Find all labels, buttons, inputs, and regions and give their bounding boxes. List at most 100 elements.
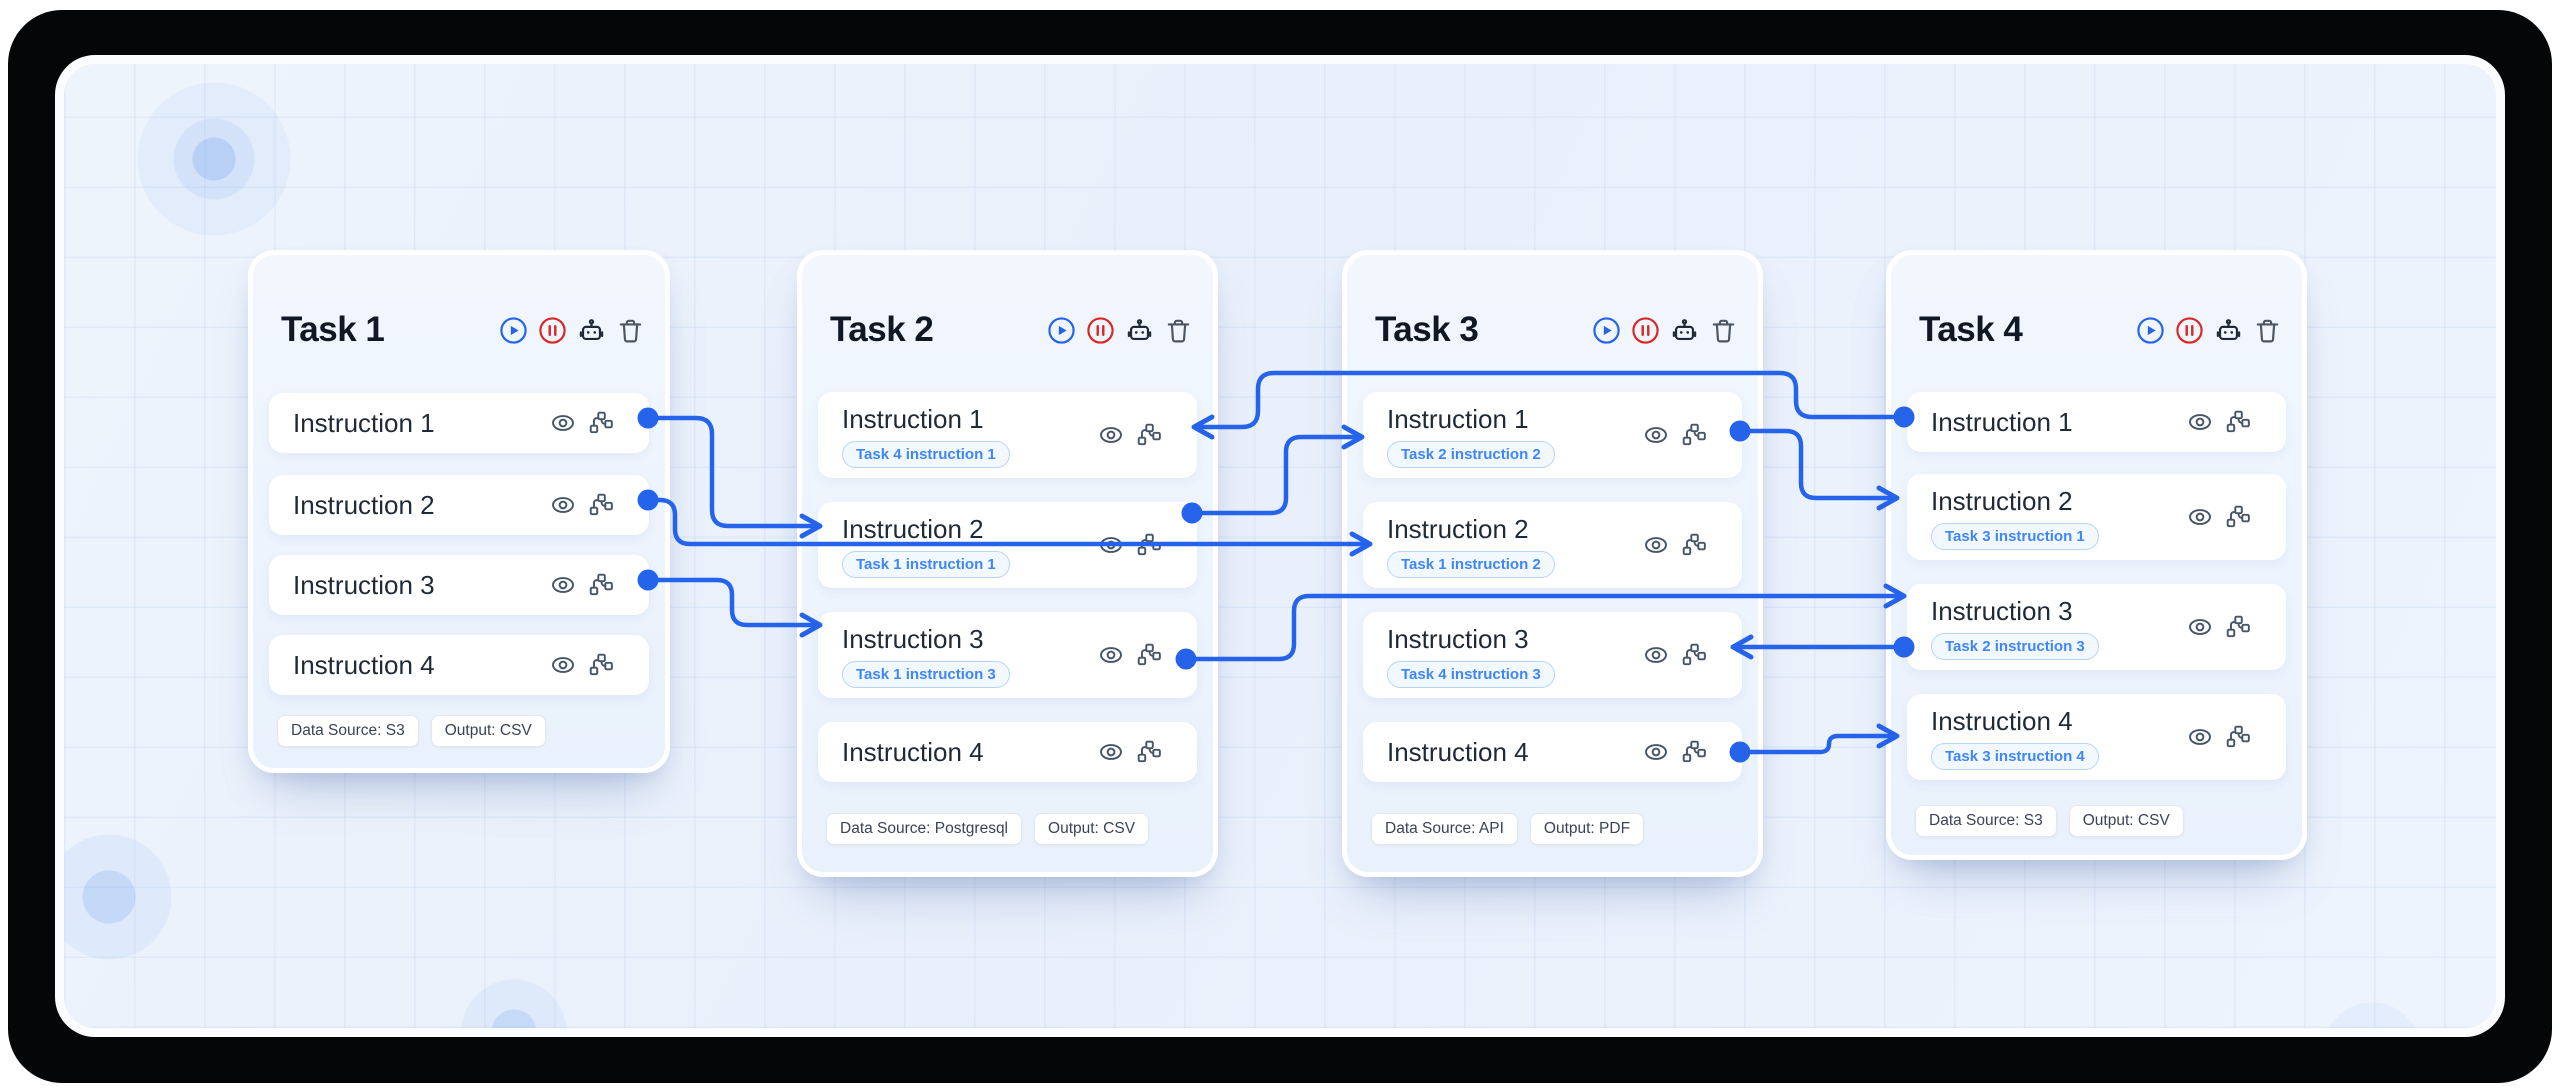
dependency-tag: Task 4 instruction 3: [1387, 660, 1555, 688]
play-icon[interactable]: [2135, 315, 2165, 345]
trash-icon[interactable]: [1708, 315, 1738, 345]
dependency-tag: Task 1 instruction 2: [1387, 550, 1555, 578]
eye-icon[interactable]: [1641, 737, 1671, 767]
instruction-actions: [548, 408, 649, 438]
eye-icon[interactable]: [2185, 722, 2215, 752]
instruction-label: Instruction 1: [842, 403, 984, 434]
workflow-icon[interactable]: [586, 570, 616, 600]
data-source-badge: Data Source: S3: [1915, 805, 2057, 837]
task-title: Task 3: [1375, 310, 1479, 349]
dependency-tag: Task 2 instruction 2: [1387, 440, 1555, 468]
task3-instruction-1[interactable]: Instruction 1 Task 2 instruction 2: [1363, 392, 1742, 478]
eye-icon[interactable]: [548, 650, 578, 680]
output-badge: Output: CSV: [2068, 805, 2184, 837]
output-badge: Output: PDF: [1529, 813, 1645, 845]
workflow-icon[interactable]: [2223, 502, 2253, 532]
pause-icon[interactable]: [1630, 315, 1660, 345]
instruction-label: Instruction 4: [293, 650, 435, 680]
task2-instruction-4[interactable]: Instruction 4: [818, 722, 1197, 782]
workflow-icon[interactable]: [586, 408, 616, 438]
eye-icon[interactable]: [1641, 420, 1671, 450]
eye-icon[interactable]: [1096, 640, 1126, 670]
eye-icon[interactable]: [548, 408, 578, 438]
eye-icon[interactable]: [1096, 420, 1126, 450]
bot-icon[interactable]: [1669, 315, 1699, 345]
task1-instruction-2[interactable]: Instruction 2: [269, 475, 649, 535]
task1-instruction-1[interactable]: Instruction 1: [269, 393, 649, 453]
instruction-content: Instruction 4: [269, 649, 548, 681]
eye-icon[interactable]: [2185, 502, 2215, 532]
instruction-actions: [1641, 530, 1742, 560]
instruction-content: Instruction 4: [818, 736, 1096, 768]
pause-icon[interactable]: [1085, 315, 1115, 345]
instruction-label: Instruction 3: [1387, 623, 1529, 654]
pause-icon[interactable]: [2174, 315, 2204, 345]
instruction-actions: [2185, 612, 2286, 642]
eye-icon[interactable]: [1641, 640, 1671, 670]
workflow-icon[interactable]: [586, 650, 616, 680]
eye-icon[interactable]: [1096, 737, 1126, 767]
task3-instruction-3[interactable]: Instruction 3 Task 4 instruction 3: [1363, 612, 1742, 698]
instruction-content: Instruction 3: [269, 569, 548, 601]
task2-instruction-3[interactable]: Instruction 3 Task 1 instruction 3: [818, 612, 1197, 698]
instruction-actions: [1096, 420, 1197, 450]
bot-icon[interactable]: [2213, 315, 2243, 345]
task-title: Task 4: [1919, 310, 2023, 349]
task1-instruction-3[interactable]: Instruction 3: [269, 555, 649, 615]
workflow-icon[interactable]: [1679, 737, 1709, 767]
workflow-icon[interactable]: [2223, 407, 2253, 437]
instruction-actions: [2185, 722, 2286, 752]
eye-icon[interactable]: [2185, 612, 2215, 642]
workflow-icon[interactable]: [1134, 640, 1164, 670]
task4-instruction-1[interactable]: Instruction 1: [1907, 392, 2286, 452]
workflow-icon[interactable]: [1134, 737, 1164, 767]
workflow-icon[interactable]: [2223, 722, 2253, 752]
workflow-icon[interactable]: [2223, 612, 2253, 642]
instruction-content: Instruction 1: [1907, 406, 2185, 438]
instruction-actions: [1096, 640, 1197, 670]
eye-icon[interactable]: [548, 490, 578, 520]
workflow-icon[interactable]: [1679, 530, 1709, 560]
workflow-icon[interactable]: [586, 490, 616, 520]
eye-icon[interactable]: [1096, 530, 1126, 560]
eye-icon[interactable]: [1641, 530, 1671, 560]
eye-icon[interactable]: [548, 570, 578, 600]
play-icon[interactable]: [498, 315, 528, 345]
trash-icon[interactable]: [615, 315, 645, 345]
trash-icon[interactable]: [2252, 315, 2282, 345]
task3-instruction-4[interactable]: Instruction 4: [1363, 722, 1742, 782]
pause-icon[interactable]: [537, 315, 567, 345]
workflow-icon[interactable]: [1679, 420, 1709, 450]
trash-icon[interactable]: [1163, 315, 1193, 345]
bot-icon[interactable]: [1124, 315, 1154, 345]
dependency-tag: Task 1 instruction 3: [842, 660, 1010, 688]
instruction-label: Instruction 4: [1931, 705, 2073, 736]
workflow-icon[interactable]: [1679, 640, 1709, 670]
bot-icon[interactable]: [576, 315, 606, 345]
dependency-tag: Task 1 instruction 1: [842, 550, 1010, 578]
play-icon[interactable]: [1591, 315, 1621, 345]
task1-instruction-4[interactable]: Instruction 4: [269, 635, 649, 695]
eye-icon[interactable]: [2185, 407, 2215, 437]
workflow-icon[interactable]: [1134, 530, 1164, 560]
workflow-icon[interactable]: [1134, 420, 1164, 450]
instruction-content: Instruction 3 Task 4 instruction 3: [1363, 623, 1641, 688]
task-card-header: Task 2: [830, 307, 1193, 353]
instruction-label: Instruction 3: [842, 623, 984, 654]
instruction-label: Instruction 3: [1931, 595, 2073, 626]
play-icon[interactable]: [1046, 315, 1076, 345]
instruction-label: Instruction 1: [1387, 403, 1529, 434]
